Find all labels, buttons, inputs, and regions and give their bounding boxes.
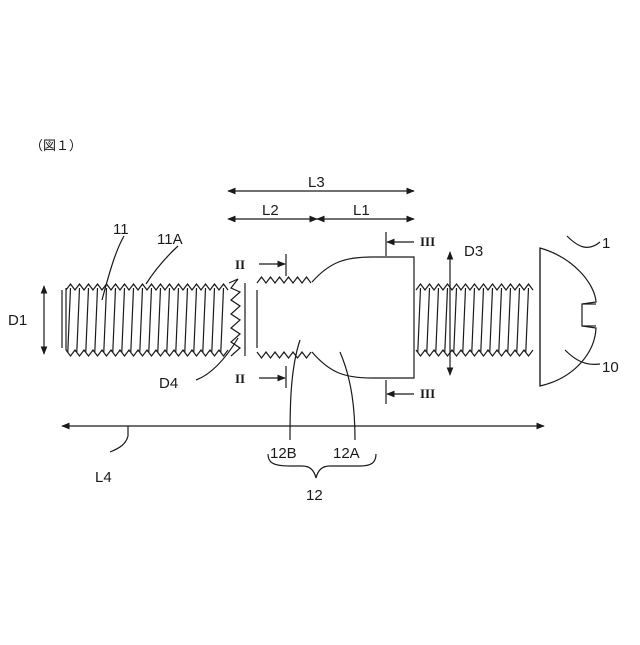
middle-thread-bottom-profile bbox=[257, 352, 311, 358]
thread-flank-line bbox=[113, 288, 116, 352]
thread-flank-line bbox=[472, 288, 475, 352]
label-L1: L1 bbox=[353, 202, 370, 219]
thread-flank-line bbox=[95, 288, 98, 352]
label-section-II-bottom: II bbox=[235, 371, 245, 386]
label-12B: 12B bbox=[270, 445, 297, 462]
head-outline bbox=[540, 248, 596, 386]
thread-flank-line bbox=[86, 288, 89, 352]
left-thread-bottom-profile bbox=[66, 350, 228, 356]
thread-flank-line bbox=[454, 288, 457, 352]
left-thread-top-profile bbox=[66, 284, 228, 290]
label-D1: D1 bbox=[8, 312, 27, 329]
thread-flank-line bbox=[176, 288, 179, 352]
right-thread-section bbox=[416, 284, 533, 356]
thread-flank-line bbox=[445, 288, 448, 352]
thread-flank-line bbox=[149, 288, 152, 352]
thread-flank-line bbox=[158, 288, 161, 352]
label-section-III-bottom: III bbox=[420, 386, 435, 401]
leader-D4 bbox=[196, 338, 238, 380]
thread-flank-line bbox=[481, 288, 484, 352]
undercut-section bbox=[229, 279, 257, 356]
leader-11 bbox=[102, 236, 124, 300]
bolt-head bbox=[540, 248, 596, 386]
thread-flank-line bbox=[77, 288, 80, 352]
leader-1 bbox=[567, 236, 600, 247]
thread-flank-line bbox=[517, 288, 520, 352]
label-section-III-top: III bbox=[420, 234, 435, 249]
thread-flank-line bbox=[499, 288, 502, 352]
label-10: 10 bbox=[602, 359, 619, 376]
middle-thread-section bbox=[257, 277, 311, 358]
label-D3: D3 bbox=[464, 243, 483, 260]
thread-flank-line bbox=[185, 288, 188, 352]
thread-flank-line bbox=[526, 288, 529, 352]
thread-flank-line bbox=[131, 288, 134, 352]
left-thread-flanks bbox=[68, 288, 224, 352]
label-D4: D4 bbox=[159, 375, 178, 392]
label-L2: L2 bbox=[262, 202, 279, 219]
right-thread-flanks bbox=[418, 288, 529, 352]
label-11: 11 bbox=[113, 221, 129, 238]
right-thread-bottom-profile bbox=[416, 350, 533, 356]
collar-section bbox=[312, 257, 414, 378]
label-12A: 12A bbox=[333, 445, 360, 462]
collar-outline bbox=[312, 257, 414, 378]
leader-10 bbox=[565, 350, 600, 364]
left-thread-section bbox=[62, 284, 228, 356]
thread-flank-line bbox=[212, 288, 215, 352]
thread-flank-line bbox=[122, 288, 125, 352]
label-11A: 11A bbox=[157, 231, 183, 248]
figure-label: （図１） bbox=[30, 138, 82, 153]
thread-flank-line bbox=[167, 288, 170, 352]
leader-L4-curve bbox=[110, 436, 128, 452]
thread-flank-line bbox=[418, 288, 421, 352]
leader-lines bbox=[102, 236, 600, 478]
thread-flank-line bbox=[427, 288, 430, 352]
thread-flank-line bbox=[490, 288, 493, 352]
thread-flank-line bbox=[463, 288, 466, 352]
thread-flank-line bbox=[221, 288, 224, 352]
thread-flank-line bbox=[194, 288, 197, 352]
label-12: 12 bbox=[306, 487, 323, 504]
label-section-II-top: II bbox=[235, 257, 245, 272]
leader-12A bbox=[340, 352, 355, 440]
thread-flank-line bbox=[104, 288, 107, 352]
thread-flank-line bbox=[68, 288, 71, 352]
thread-flank-line bbox=[140, 288, 143, 352]
label-L4: L4 bbox=[95, 469, 112, 486]
thread-flank-line bbox=[436, 288, 439, 352]
label-1: 1 bbox=[602, 235, 610, 252]
middle-thread-top-profile bbox=[257, 277, 311, 283]
thread-flank-line bbox=[508, 288, 511, 352]
label-L3: L3 bbox=[308, 174, 325, 191]
leader-11A bbox=[146, 246, 178, 284]
thread-flank-line bbox=[203, 288, 206, 352]
